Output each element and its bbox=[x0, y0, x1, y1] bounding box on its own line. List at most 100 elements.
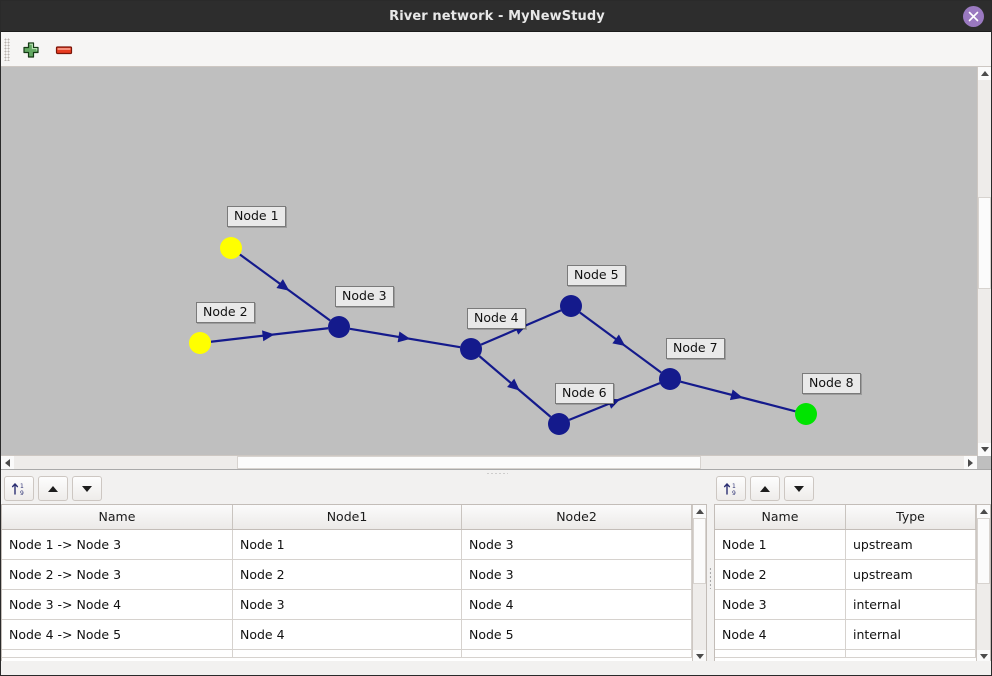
nodes-table-column-header[interactable]: Type bbox=[846, 505, 976, 529]
links-table-cell[interactable]: Node 4 bbox=[462, 590, 692, 619]
nodes-table-cell[interactable]: internal bbox=[846, 590, 976, 619]
links-table-column-header[interactable]: Node2 bbox=[462, 505, 692, 529]
window-title: River network - MyNewStudy bbox=[389, 9, 605, 24]
splitter-grip-icon bbox=[486, 472, 508, 474]
graph-node-label[interactable]: Node 5 bbox=[567, 265, 626, 286]
nodes-table-cell[interactable]: Node 1 bbox=[715, 530, 846, 559]
svg-text:9: 9 bbox=[20, 490, 24, 497]
add-plus-icon[interactable] bbox=[18, 37, 44, 62]
graph-node-label[interactable]: Node 4 bbox=[467, 308, 526, 329]
nodes-table-cell[interactable]: Node 3 bbox=[715, 590, 846, 619]
nodes-table-vertical-scrollbar[interactable] bbox=[976, 505, 990, 663]
graph-node-label[interactable]: Node 6 bbox=[555, 383, 614, 404]
graph-node[interactable] bbox=[560, 295, 582, 317]
graph-node[interactable] bbox=[548, 413, 570, 435]
links-table-column-header[interactable]: Name bbox=[2, 505, 233, 529]
graph-node[interactable] bbox=[189, 332, 211, 354]
links-table-cell[interactable]: Node 3 bbox=[233, 590, 462, 619]
status-bar bbox=[1, 661, 991, 675]
canvas-horizontal-scrollbar[interactable] bbox=[1, 455, 977, 469]
vertical-splitter[interactable] bbox=[707, 501, 713, 661]
canvas-scroll-right-button[interactable] bbox=[964, 456, 977, 469]
links-scroll-up-button[interactable] bbox=[693, 505, 706, 518]
links-table-cell[interactable]: Node 2 -> Node 3 bbox=[2, 560, 233, 589]
nodes-move-up-icon[interactable] bbox=[750, 476, 780, 501]
links-table-cell[interactable]: Node 3 bbox=[462, 530, 692, 559]
graph-node[interactable] bbox=[328, 316, 350, 338]
svg-text:1: 1 bbox=[20, 483, 24, 490]
canvas-scroll-up-button[interactable] bbox=[978, 67, 991, 80]
links-move-up-icon[interactable] bbox=[38, 476, 68, 501]
table-row-empty[interactable] bbox=[2, 650, 692, 658]
links-scroll-down-button[interactable] bbox=[693, 650, 706, 663]
horizontal-splitter[interactable] bbox=[1, 470, 991, 476]
toolbar-drag-handle[interactable] bbox=[4, 38, 10, 61]
nodes-table-scroll-thumb[interactable] bbox=[977, 518, 990, 584]
graph-edge-arrow-icon bbox=[262, 330, 275, 342]
graph-node-label[interactable]: Node 1 bbox=[227, 206, 286, 227]
graph-edge-arrow-icon bbox=[612, 334, 626, 347]
graph-node[interactable] bbox=[659, 368, 681, 390]
links-table-column-header[interactable]: Node1 bbox=[233, 505, 462, 529]
graph-node-label[interactable]: Node 7 bbox=[666, 338, 725, 359]
delete-minus-icon[interactable] bbox=[51, 37, 77, 62]
canvas-scroll-down-button[interactable] bbox=[978, 443, 991, 456]
graph-node-label[interactable]: Node 3 bbox=[335, 286, 394, 307]
links-table-cell[interactable]: Node 1 bbox=[233, 530, 462, 559]
vertical-splitter-grip-icon bbox=[709, 567, 711, 589]
graph-edge-arrow-icon bbox=[397, 331, 411, 343]
nodes-table-cell[interactable]: internal bbox=[846, 620, 976, 649]
canvas-scroll-left-button[interactable] bbox=[1, 456, 14, 469]
canvas-vertical-scroll-thumb[interactable] bbox=[978, 197, 991, 289]
links-table-cell[interactable]: Node 2 bbox=[233, 560, 462, 589]
nodes-table-cell[interactable]: upstream bbox=[846, 530, 976, 559]
graph-node[interactable] bbox=[460, 338, 482, 360]
links-table-cell[interactable]: Node 1 -> Node 3 bbox=[2, 530, 233, 559]
nodes-sort-ascending-icon[interactable]: 1 9 bbox=[716, 476, 746, 501]
nodes-scroll-up-button[interactable] bbox=[977, 505, 990, 518]
links-table-cell[interactable]: Node 4 bbox=[233, 620, 462, 649]
links-move-down-icon[interactable] bbox=[72, 476, 102, 501]
links-table-scroll-thumb[interactable] bbox=[693, 518, 706, 584]
nodes-table-cell[interactable]: upstream bbox=[846, 560, 976, 589]
links-table-cell[interactable]: Node 3 bbox=[462, 560, 692, 589]
graph-node-label[interactable]: Node 2 bbox=[196, 302, 255, 323]
nodes-table-cell[interactable]: Node 4 bbox=[715, 620, 846, 649]
graph-node[interactable] bbox=[795, 403, 817, 425]
network-graph bbox=[189, 237, 817, 435]
links-sort-ascending-icon[interactable]: 1 9 bbox=[4, 476, 34, 501]
links-table-cell[interactable]: Node 3 -> Node 4 bbox=[2, 590, 233, 619]
graph-node[interactable] bbox=[220, 237, 242, 259]
close-icon[interactable] bbox=[963, 6, 984, 27]
nodes-scroll-down-button[interactable] bbox=[977, 650, 990, 663]
canvas-horizontal-scroll-thumb[interactable] bbox=[237, 456, 701, 469]
nodes-move-down-icon[interactable] bbox=[784, 476, 814, 501]
nodes-table-cell[interactable]: Node 2 bbox=[715, 560, 846, 589]
links-table-cell[interactable]: Node 4 -> Node 5 bbox=[2, 620, 233, 649]
canvas-vertical-scrollbar[interactable] bbox=[977, 67, 991, 456]
links-table-vertical-scrollbar[interactable] bbox=[692, 505, 706, 663]
graph-node-label[interactable]: Node 8 bbox=[802, 373, 861, 394]
nodes-table-column-header[interactable]: Name bbox=[715, 505, 846, 529]
links-table-cell[interactable]: Node 5 bbox=[462, 620, 692, 649]
table-row-empty[interactable] bbox=[715, 650, 976, 658]
graph-edge-arrow-icon bbox=[729, 389, 743, 401]
network-canvas[interactable]: Node 1 Node 2 Node 3 Node 4 Node 5 Node 6 Node… bbox=[1, 67, 991, 470]
svg-text:9: 9 bbox=[732, 490, 736, 497]
